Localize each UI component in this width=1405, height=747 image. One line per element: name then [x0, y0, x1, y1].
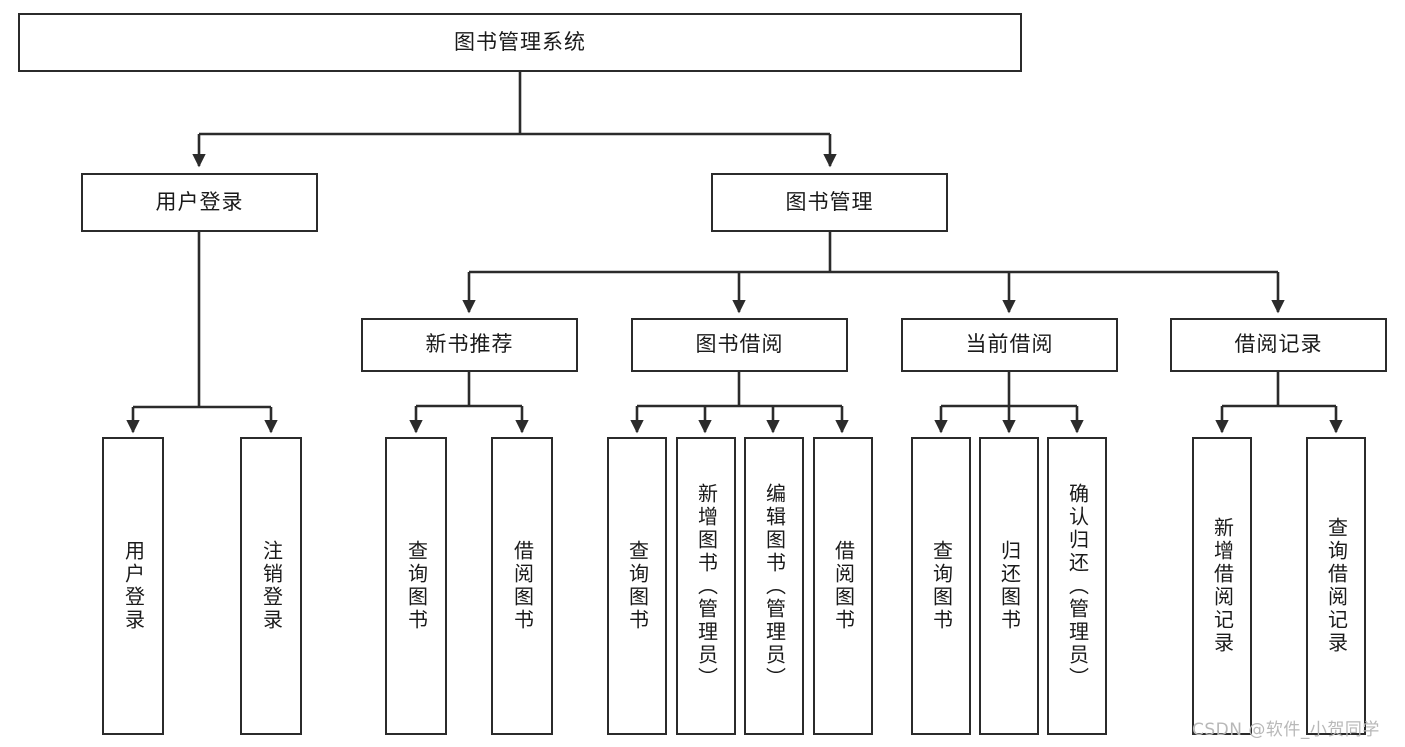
node-label: 用户登录	[155, 189, 244, 214]
node-label: 归还图书	[997, 540, 1022, 632]
node-label: 查询图书	[404, 540, 429, 632]
node-label: 查询借阅记录	[1324, 517, 1349, 655]
node-borrow-record[interactable]: 借阅记录	[1170, 318, 1387, 372]
node-leaf-query-borrow-record[interactable]: 查询借阅记录	[1306, 437, 1366, 735]
node-label: 新书推荐	[425, 332, 514, 357]
node-leaf-query-book-current[interactable]: 查询图书	[911, 437, 971, 735]
node-current-borrow[interactable]: 当前借阅	[901, 318, 1118, 372]
node-label: 查询图书	[929, 540, 954, 632]
node-leaf-borrow-book-borrow[interactable]: 借阅图书	[813, 437, 873, 735]
node-leaf-confirm-return[interactable]: 确认归还（管理员）	[1047, 437, 1107, 735]
node-root-system[interactable]: 图书管理系统	[18, 13, 1022, 72]
watermark-text: CSDN @软件_小贺同学	[1192, 720, 1380, 740]
node-leaf-add-borrow-record[interactable]: 新增借阅记录	[1192, 437, 1252, 735]
node-label: 图书管理系统	[454, 29, 586, 54]
node-new-book-recommend[interactable]: 新书推荐	[361, 318, 578, 372]
node-label: 图书借阅	[695, 332, 784, 357]
node-label: 借阅图书	[510, 540, 535, 632]
node-label: 当前借阅	[965, 332, 1054, 357]
node-user-login[interactable]: 用户登录	[81, 173, 318, 232]
node-leaf-query-book-borrow[interactable]: 查询图书	[607, 437, 667, 735]
node-leaf-borrow-book-recommend[interactable]: 借阅图书	[491, 437, 553, 735]
node-leaf-return-book[interactable]: 归还图书	[979, 437, 1039, 735]
node-label: 借阅记录	[1234, 332, 1323, 357]
node-label: 用户登录	[121, 540, 146, 632]
node-label: 确认归还（管理员）	[1065, 482, 1090, 690]
node-label: 注销登录	[259, 540, 284, 632]
node-leaf-user-login[interactable]: 用户登录	[102, 437, 164, 735]
node-label: 图书管理	[785, 189, 874, 214]
node-leaf-edit-book[interactable]: 编辑图书（管理员）	[744, 437, 804, 735]
node-label: 新增借阅记录	[1210, 517, 1235, 655]
node-label: 新增图书（管理员）	[694, 482, 719, 690]
node-book-management[interactable]: 图书管理	[711, 173, 948, 232]
node-label: 查询图书	[625, 540, 650, 632]
node-leaf-user-logout[interactable]: 注销登录	[240, 437, 302, 735]
node-leaf-add-book[interactable]: 新增图书（管理员）	[676, 437, 736, 735]
node-book-borrow[interactable]: 图书借阅	[631, 318, 848, 372]
node-label: 借阅图书	[831, 540, 856, 632]
node-label: 编辑图书（管理员）	[762, 482, 787, 690]
node-leaf-query-book-recommend[interactable]: 查询图书	[385, 437, 447, 735]
